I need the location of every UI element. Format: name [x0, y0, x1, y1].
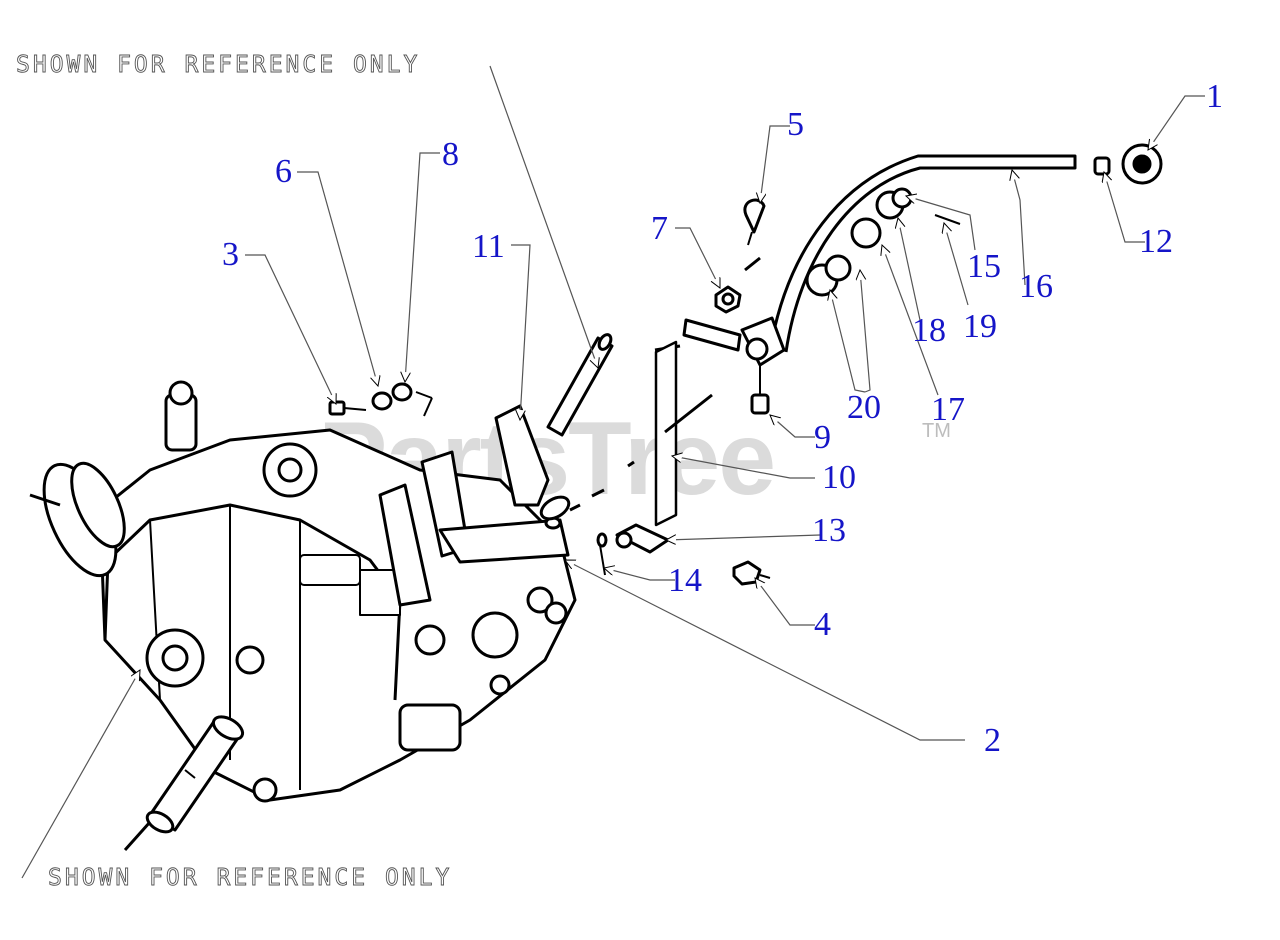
callout-4: 4: [814, 606, 831, 643]
callout-8: 8: [442, 136, 459, 173]
callout-2: 2: [984, 722, 1001, 759]
callout-3: 3: [222, 236, 239, 273]
callout-19: 19: [963, 308, 997, 345]
leader-lines: [21, 65, 1205, 879]
callout-18: 18: [912, 312, 946, 349]
callout-12: 12: [1139, 223, 1173, 260]
callout-6: 6: [275, 153, 292, 190]
callout-5: 5: [787, 106, 804, 143]
callout-13: 13: [812, 512, 846, 549]
transmission-drawing: [29, 380, 577, 851]
callout-17: 17: [931, 391, 965, 428]
trademark: TM: [922, 420, 951, 442]
callout-10: 10: [822, 459, 856, 496]
reference-note-top: SHOWN FOR REFERENCE ONLY: [16, 52, 421, 79]
callout-11: 11: [472, 228, 505, 265]
callout-20: 20: [847, 389, 881, 426]
callout-14: 14: [668, 562, 702, 599]
callout-9: 9: [814, 419, 831, 456]
callout-16: 16: [1019, 268, 1053, 305]
callout-1: 1: [1206, 78, 1223, 115]
callout-15: 15: [967, 248, 1001, 285]
reference-note-bottom: SHOWN FOR REFERENCE ONLY: [48, 865, 453, 892]
callout-7: 7: [651, 210, 668, 247]
